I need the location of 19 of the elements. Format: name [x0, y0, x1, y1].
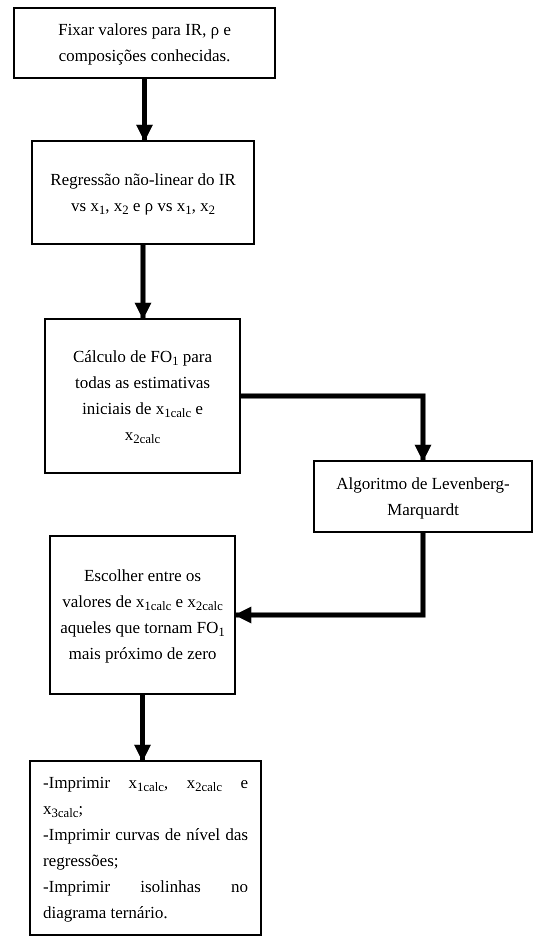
process-box — [44, 318, 241, 474]
box-text: -Imprimir isolinhas no diagrama ternário. — [43, 876, 248, 924]
box-text: Escolher entre os valores de x$_{1calc}$ e x$_{2calc}$ aqueles que tornam FO$_{1}$ mais próximo de zero — [60, 565, 225, 665]
process-box — [13, 7, 276, 79]
box-text: Fixar valores para IR, ρ e composições conhecidas. — [57, 19, 232, 67]
box-text: -Imprimir x$_{1calc}$, x$_{2calc}$ e x$_{3calc}$; — [43, 772, 248, 822]
box-text: Regressão não-linear do IR vs x$_{1}$, x$_{2}$ e ρ vs x$_{1}$, x$_{2}$ — [49, 168, 237, 218]
arrow — [134, 245, 152, 320]
arrow — [134, 695, 151, 762]
arrow — [136, 79, 153, 142]
arrow — [234, 533, 426, 624]
process-box — [29, 760, 262, 936]
process-box — [313, 460, 533, 533]
process-box — [31, 140, 255, 245]
process-box — [49, 535, 236, 695]
arrow — [241, 394, 432, 462]
box-text: -Imprimir curvas de nível das regressões; — [43, 824, 248, 872]
box-text: Cálculo de FO$_{1}$ para todas as estimativas iniciais de x$_{1calc}$ e x$_{2calc}$ — [72, 346, 214, 448]
box-text: Algoritmo de Levenberg-Marquardt — [335, 472, 511, 521]
